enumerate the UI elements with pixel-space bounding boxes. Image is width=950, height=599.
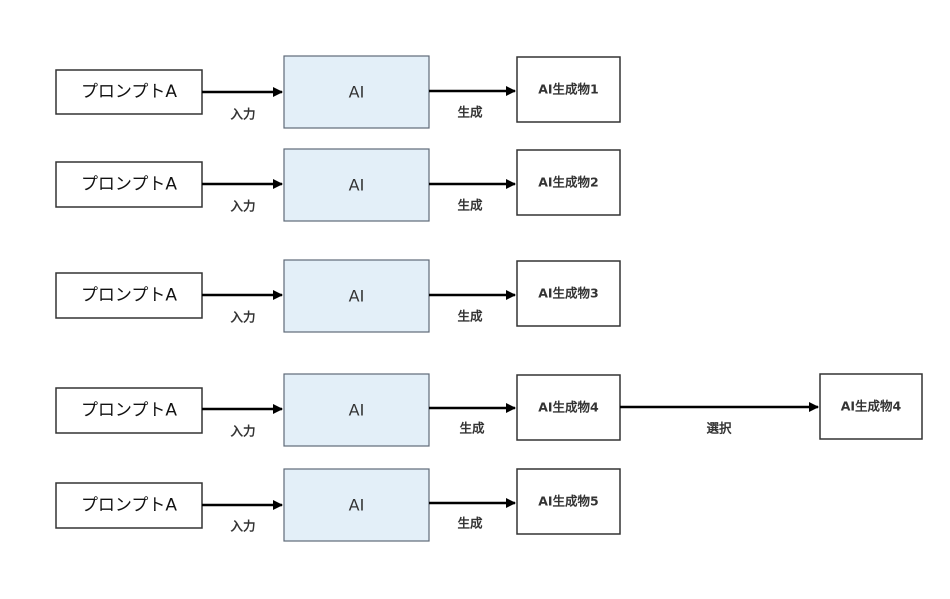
input-label: 入力 (230, 519, 255, 534)
ai-box (283, 55, 430, 129)
generate-label: 生成 (457, 516, 483, 531)
flow-row-3: プロンプトA 入力 AI 生成 AI生成物3 (55, 259, 621, 333)
output-box (516, 374, 621, 441)
selection-branch: 選択 AI生成物4 (620, 373, 923, 440)
generate-label: 生成 (457, 198, 483, 213)
ai-box (283, 148, 430, 222)
output-label: AI生成物1 (538, 82, 599, 97)
output-box (516, 149, 621, 216)
prompt-label: プロンプトA (81, 496, 177, 516)
ai-box (283, 373, 430, 447)
prompt-label: プロンプトA (81, 286, 177, 306)
output-box (516, 468, 621, 535)
output-box (516, 56, 621, 123)
output-label: AI生成物4 (538, 400, 599, 415)
prompt-box (55, 387, 203, 434)
flow-row-5: プロンプトA 入力 AI 生成 AI生成物5 (55, 468, 621, 542)
input-label: 入力 (230, 310, 255, 325)
ai-label: AI (349, 287, 365, 306)
generate-label: 生成 (459, 421, 485, 436)
output-box (516, 260, 621, 327)
ai-label: AI (349, 83, 365, 102)
selected-output-box (819, 373, 923, 440)
flow-row-1: プロンプトA 入力 AI 生成 AI生成物1 (55, 55, 621, 129)
flow-row-2: プロンプトA 入力 AI 生成 AI生成物2 (55, 148, 621, 222)
ai-label: AI (349, 176, 365, 195)
generate-label: 生成 (457, 105, 483, 120)
selected-output-label: AI生成物4 (841, 399, 902, 414)
generate-label: 生成 (457, 309, 483, 324)
prompt-label: プロンプトA (81, 82, 177, 102)
output-label: AI生成物5 (538, 494, 599, 509)
ai-box (283, 468, 430, 542)
flow-row-4: プロンプトA 入力 AI 生成 AI生成物4 (55, 373, 621, 447)
prompt-box (55, 69, 203, 115)
output-label: AI生成物3 (538, 286, 599, 301)
input-label: 入力 (230, 199, 255, 214)
prompt-label: プロンプトA (81, 401, 177, 421)
ai-label: AI (349, 401, 365, 420)
select-label: 選択 (706, 421, 732, 436)
output-label: AI生成物2 (538, 175, 599, 190)
prompt-box (55, 161, 203, 208)
input-label: 入力 (230, 424, 255, 439)
input-label: 入力 (230, 107, 255, 122)
ai-label: AI (349, 496, 365, 515)
prompt-label: プロンプトA (81, 175, 177, 195)
